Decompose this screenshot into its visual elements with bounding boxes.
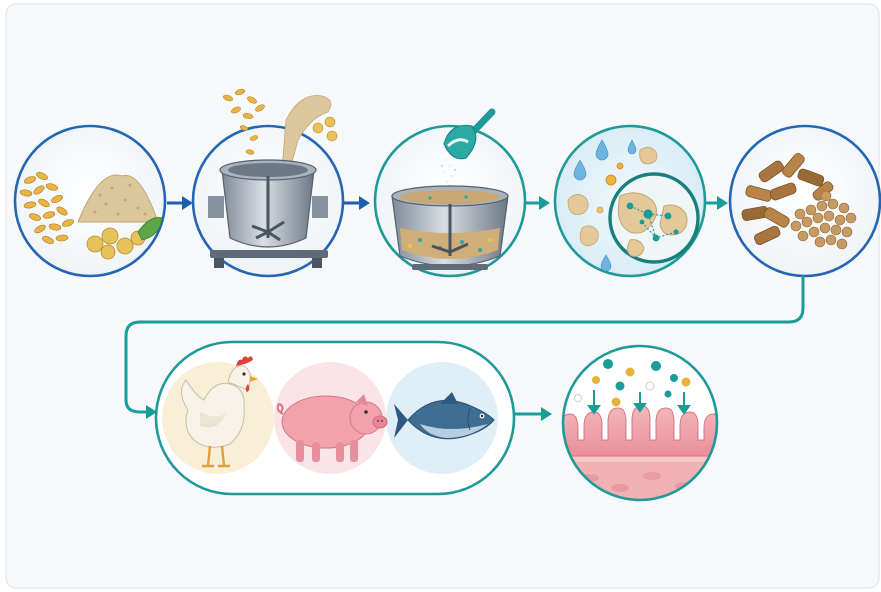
arrow-livestock-to-absorption: [514, 407, 552, 421]
pellet-icon: [790, 190, 857, 250]
arrow-breakdown-to-pellets: [706, 196, 728, 210]
meal-pile-icon: [77, 174, 159, 223]
mixer-tank-icon: [391, 185, 509, 270]
nutrient-molecule-icon: [574, 359, 691, 407]
background-panel: [5, 3, 880, 589]
arrow-pellets-to-livestock: [124, 276, 805, 419]
arrow-enzyme-to-breakdown: [526, 196, 550, 210]
down-arrow-icon: [587, 390, 691, 415]
falling-grain-icon: [222, 88, 338, 171]
arrow-mixing-to-enzyme: [344, 196, 370, 210]
grain-icon: [19, 171, 75, 245]
mixer-tank-icon: [208, 159, 328, 268]
mixing-node: [191, 88, 345, 278]
soybean-icon: [86, 227, 146, 260]
raw-materials-node: [13, 124, 167, 278]
enzyme-addition-node: [373, 108, 527, 278]
pellet-icon: [741, 153, 834, 246]
enzymatic-breakdown-node: [553, 124, 707, 278]
water-drop-icon: [573, 139, 637, 272]
node-circle: [561, 344, 719, 502]
fish-icon: [394, 392, 495, 440]
molecule-icon: [626, 202, 679, 242]
arrow-raw-to-mixing: [167, 196, 193, 210]
chicken-icon: [181, 356, 258, 468]
substrate-particle-icon: [567, 147, 658, 247]
leaf-icon: [137, 217, 163, 241]
feed-pellets-node: [728, 124, 881, 278]
scoop-icon: [440, 108, 496, 188]
magnifier-icon: [608, 172, 700, 264]
livestock-node: [154, 340, 516, 496]
pig-icon: [276, 394, 388, 462]
node-circle: [728, 124, 881, 278]
